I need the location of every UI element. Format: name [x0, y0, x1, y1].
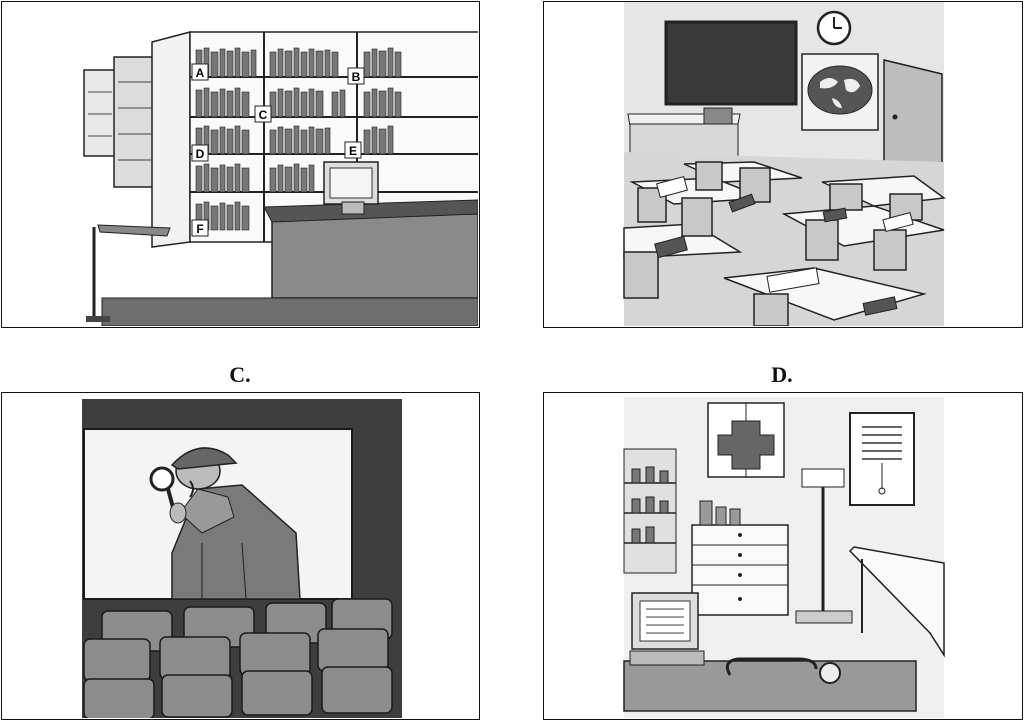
shelf-letter-d: D — [196, 147, 205, 161]
detective-on-screen — [149, 447, 301, 600]
shelf-letter-c: C — [259, 108, 268, 122]
cinema-illustration — [82, 399, 402, 718]
clinic-illustration — [623, 397, 945, 718]
library-illustration: A B C D E F — [83, 31, 478, 326]
option-a-library-picture[interactable]: A B C D E F — [1, 1, 480, 328]
shelf-letter-e: E — [349, 144, 357, 158]
shelf-letter-a: A — [196, 66, 205, 80]
classroom-illustration — [623, 2, 946, 326]
shelf-letter-f: F — [196, 222, 203, 236]
option-c-cinema-picture[interactable] — [1, 392, 480, 720]
shelf-letter-b: B — [352, 70, 361, 84]
option-b-classroom-picture[interactable] — [543, 1, 1023, 328]
option-c-label: C. — [229, 362, 251, 387]
shelf-letter-tags: A B C D E F — [191, 63, 365, 237]
first-aid-cross-icon — [707, 402, 785, 478]
option-d-label: D. — [771, 362, 793, 387]
option-d-clinic-picture[interactable] — [543, 392, 1023, 720]
